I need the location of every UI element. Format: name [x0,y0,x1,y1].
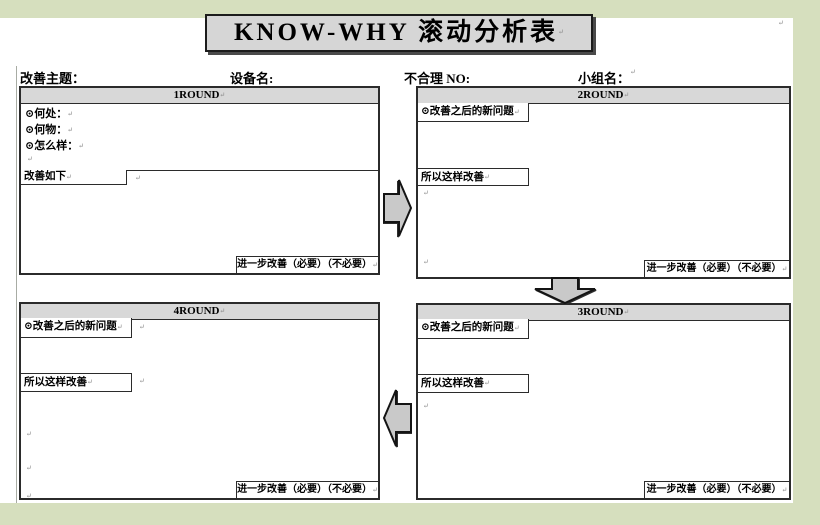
paragraph-mark: ↵ [781,486,788,494]
flow-arrow-right-icon[interactable] [383,177,413,239]
new-problem-label: ⊙改善之后的新问题 [421,322,514,333]
paragraph-mark: ↵ [372,261,378,269]
paragraph-mark: ↵ [623,91,630,99]
further-improve-label: 进一步改善（必要）（不必要） [237,259,373,270]
title-box[interactable]: KNOW-WHY 滚动分析表↵ [205,14,593,52]
flow-arrow-left-icon[interactable] [382,387,412,449]
paragraph-mark: ↵ [423,189,429,197]
round1-table[interactable]: 1ROUND↵ ⊙何处：↵ ⊙何物：↵ ⊙怎么样：↵ ↵ 改善如下↵ ↵ 进一步… [19,86,380,275]
paragraph-mark: ↵ [219,91,226,99]
round1-header-label: 1ROUND [173,89,220,101]
so-improve-label: 所以这样改善 [421,172,484,183]
paragraph-mark: ↵ [87,378,93,386]
row-divider [21,170,378,171]
further-improve-label: 进一步改善（必要）（不必要） [646,484,782,495]
so-improve-cell[interactable]: 所以这样改善↵ [21,373,132,392]
so-improve-label: 所以这样改善 [24,377,87,388]
round2-table[interactable]: 2ROUND↵ ⊙改善之后的新问题↵ 所以这样改善↵ ↵ ↵ 进一步改善（必要）… [416,86,791,279]
page-title: KNOW-WHY 滚动分析表 [233,19,559,46]
paragraph-mark: ↵ [484,173,490,181]
field-unreasonable-no[interactable]: 不合理 NO: [404,71,471,86]
improve-as-follows-cell[interactable]: 改善如下↵ [21,170,127,185]
round3-header-label: 3ROUND [577,306,624,318]
round3-table[interactable]: 3ROUND↵ ⊙改善之后的新问题↵ 所以这样改善↵ ↵ 进一步改善（必要）（不… [416,303,791,500]
round2-header[interactable]: 2ROUND↵ [418,88,789,104]
round1-header[interactable]: 1ROUND↵ [21,88,378,104]
round4-header-label: 4ROUND [173,305,220,317]
new-problem-cell[interactable]: ⊙改善之后的新问题↵ [418,319,529,339]
improve-as-follows-label: 改善如下 [24,171,66,182]
round3-header[interactable]: 3ROUND↵ [418,305,789,321]
paragraph-mark: ↵ [513,108,520,116]
round4-header[interactable]: 4ROUND↵ [21,304,378,320]
new-problem-label: ⊙改善之后的新问题 [24,321,117,332]
paragraph-mark: ↵ [558,28,565,36]
paragraph-mark: ↵ [26,430,32,438]
further-improve-cell[interactable]: 进一步改善（必要）（不必要）↵ [236,481,378,498]
paragraph-mark: ↵ [372,486,378,494]
paragraph-mark: ↵ [139,377,145,385]
round1-question-lines[interactable]: ⊙何处：↵ ⊙何物：↵ ⊙怎么样：↵ [25,106,84,154]
paragraph-mark: ↵ [66,173,72,181]
further-improve-cell[interactable]: 进一步改善（必要）（不必要）↵ [644,260,789,277]
new-problem-label: ⊙改善之后的新问题 [421,106,514,117]
further-improve-label: 进一步改善（必要）（不必要） [237,484,373,495]
paragraph-mark: ↵ [26,464,32,472]
further-improve-label: 进一步改善（必要）（不必要） [646,263,782,274]
paragraph-mark: ↵ [513,324,520,332]
paragraph-mark: ↵ [116,323,123,331]
paragraph-mark: ↵ [67,126,74,134]
field-group-name-label: 小组名： [578,71,631,86]
so-improve-cell[interactable]: 所以这样改善↵ [418,168,529,186]
so-improve-cell[interactable]: 所以这样改善↵ [418,374,529,393]
paragraph-mark: ↵ [781,265,788,273]
new-problem-cell[interactable]: ⊙改善之后的新问题↵ [21,318,132,338]
so-improve-label: 所以这样改善 [421,378,484,389]
paragraph-mark: ↵ [27,155,33,163]
paragraph-mark: ↵ [78,142,85,150]
paragraph-mark: ↵ [26,492,32,500]
paragraph-mark: ↵ [423,258,429,266]
round2-header-label: 2ROUND [577,89,624,101]
paragraph-mark: ↵ [67,110,74,118]
paragraph-mark: ↵ [630,68,636,76]
field-group-name[interactable]: 小组名：↵ [578,68,636,87]
paragraph-mark: ↵ [139,323,145,331]
paragraph-mark: ↵ [423,402,429,410]
line-what: ⊙何物：↵ [25,124,74,136]
paragraph-mark: ↵ [219,307,226,315]
further-improve-cell[interactable]: 进一步改善（必要）（不必要）↵ [236,256,378,273]
text-boundary-line [16,66,17,503]
flow-arrow-down-icon[interactable] [533,277,597,305]
paragraph-mark: ↵ [484,379,490,387]
round4-table[interactable]: 4ROUND↵ ⊙改善之后的新问题↵ ↵ 所以这样改善↵ ↵ ↵ ↵ ↵ 进一步… [19,302,380,500]
further-improve-cell[interactable]: 进一步改善（必要）（不必要）↵ [644,481,789,498]
paragraph-mark: ↵ [778,19,784,27]
line-how: ⊙怎么样：↵ [25,140,85,152]
paragraph-mark: ↵ [135,174,141,182]
paragraph-mark: ↵ [623,308,630,316]
line-where: ⊙何处：↵ [25,108,74,120]
field-equipment-name[interactable]: 设备名: [230,71,274,86]
new-problem-cell[interactable]: ⊙改善之后的新问题↵ [418,103,529,122]
field-improvement-topic[interactable]: 改善主题： [20,71,86,86]
